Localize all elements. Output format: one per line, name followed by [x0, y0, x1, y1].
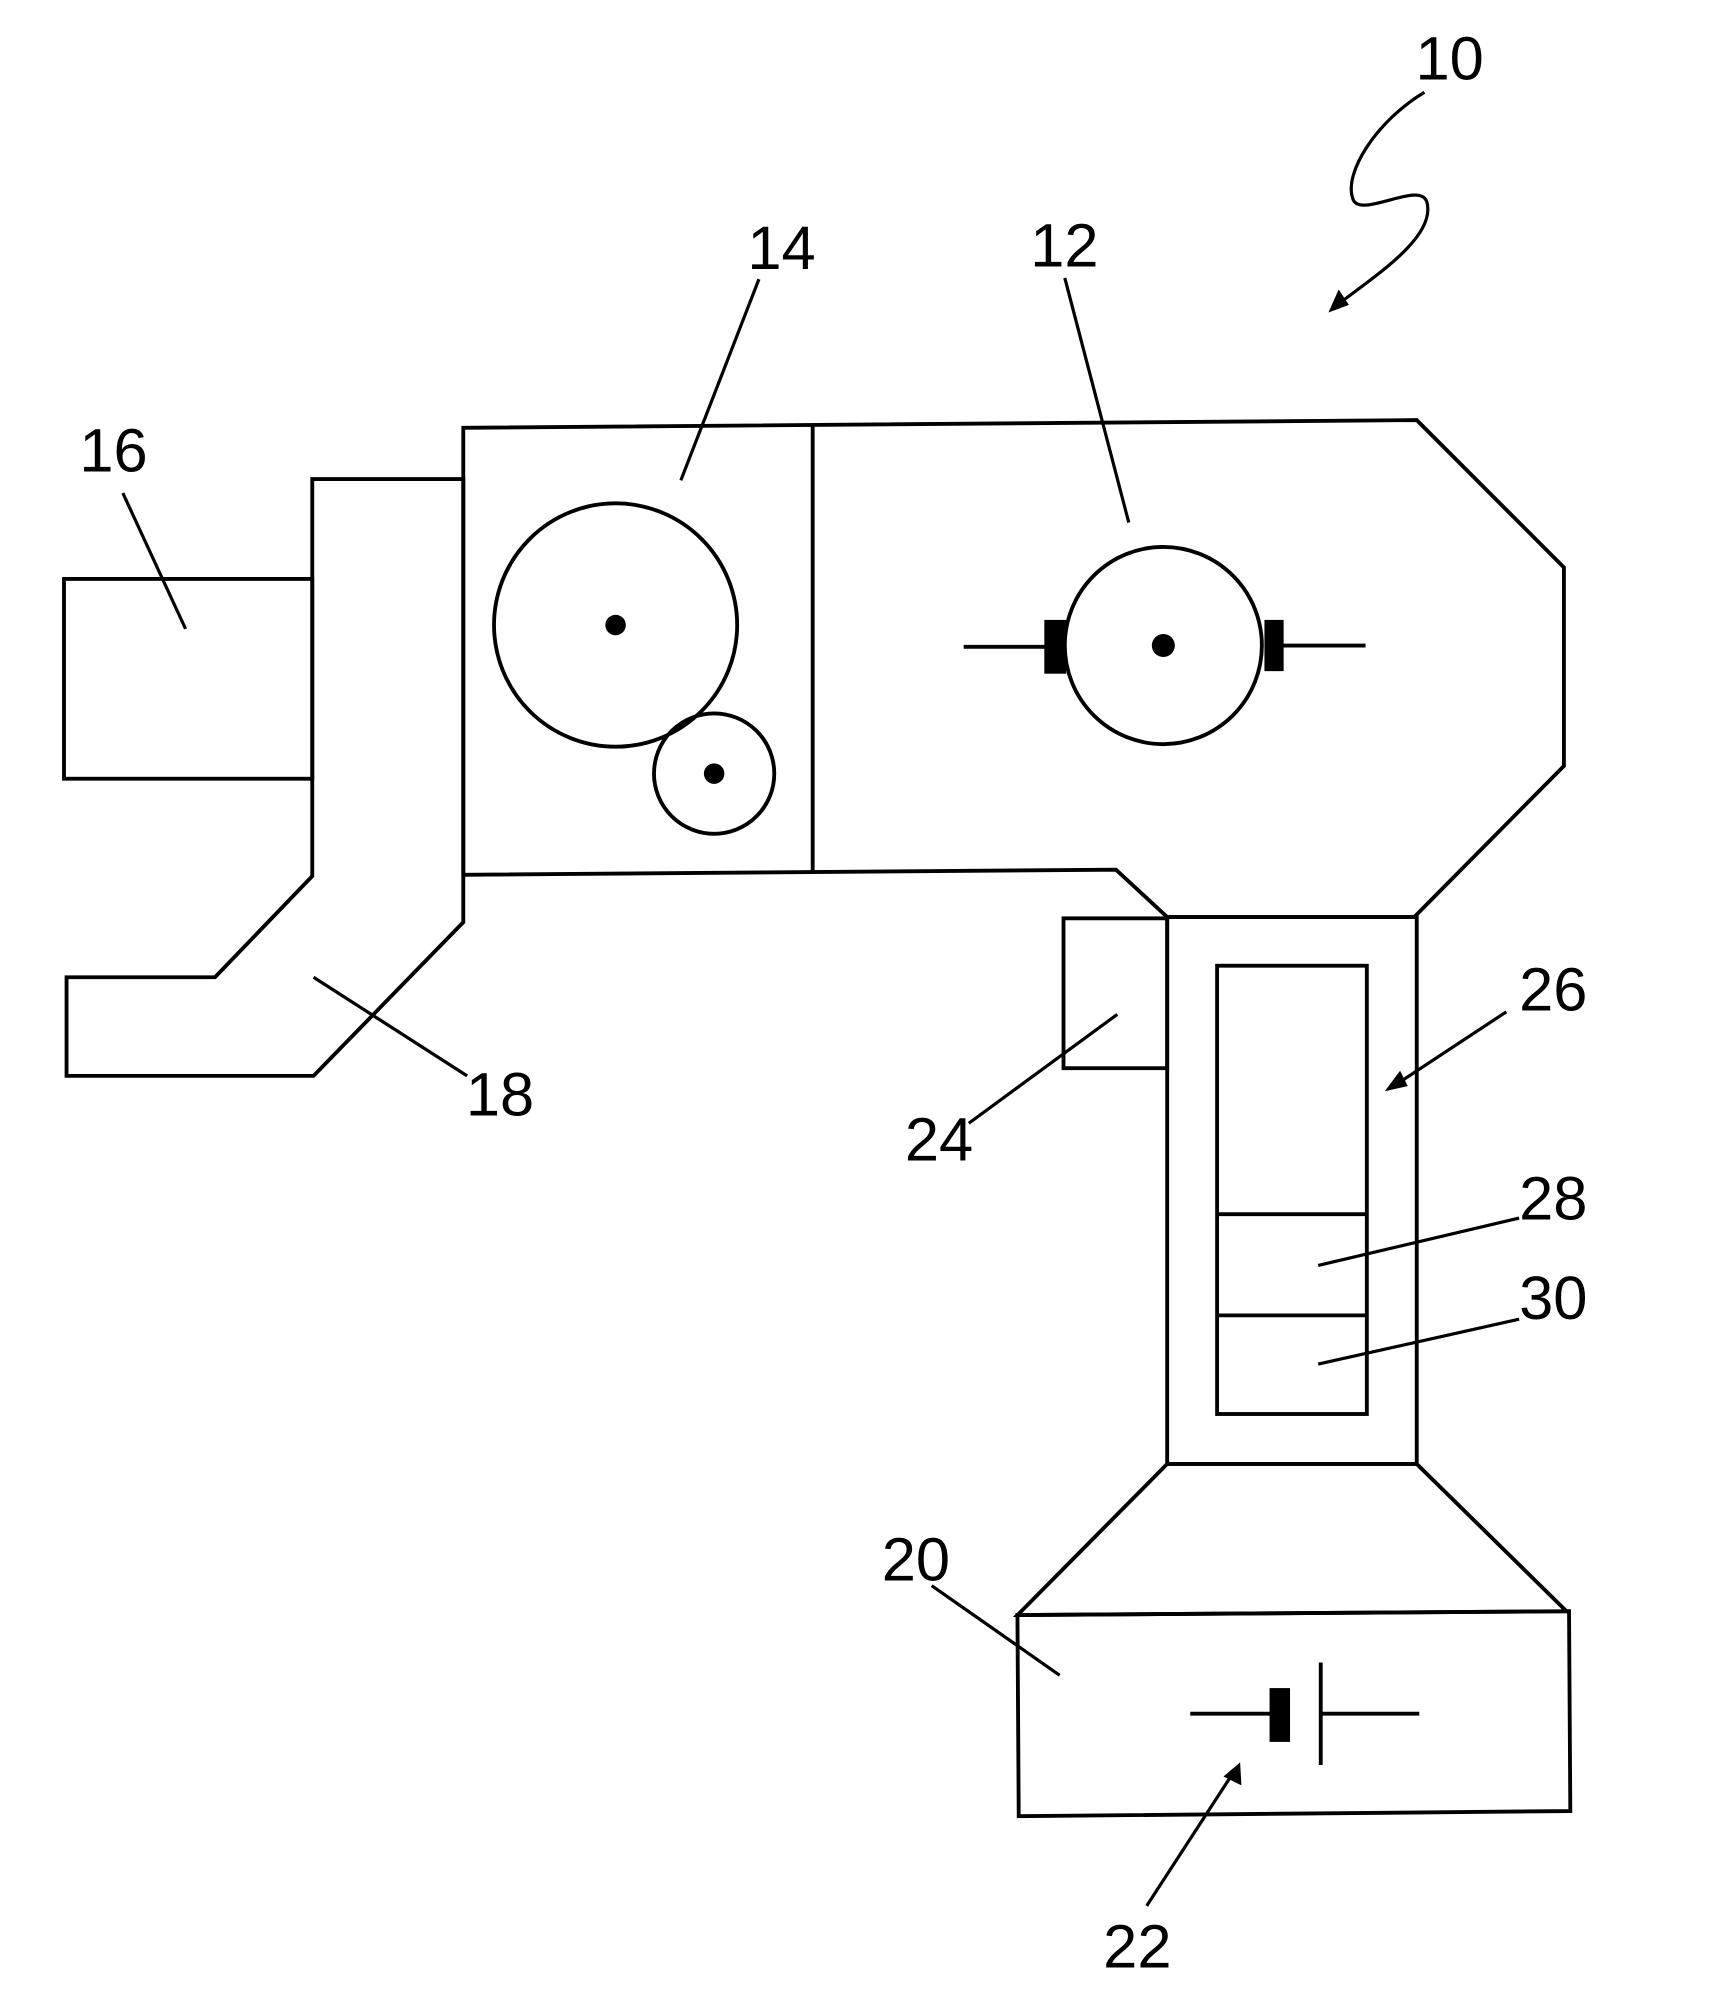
- leader-10: [1337, 92, 1427, 305]
- label-10: 10: [1415, 24, 1483, 93]
- label-28: 28: [1519, 1164, 1587, 1233]
- label-22: 22: [1103, 1912, 1171, 1981]
- handle: [1167, 917, 1417, 1464]
- motor-brush-left: [1044, 620, 1066, 674]
- battery-pack: [1017, 1611, 1570, 1816]
- arrowhead-10: [1328, 289, 1348, 312]
- battery-negative-plate: [1270, 1688, 1290, 1742]
- leader-14: [681, 279, 759, 480]
- leader-18: [314, 977, 468, 1076]
- arrowhead-26: [1385, 1071, 1408, 1091]
- label-24: 24: [905, 1105, 973, 1174]
- tool-head: [64, 579, 312, 779]
- leader-12: [1065, 278, 1129, 523]
- label-14: 14: [747, 214, 815, 283]
- leader-28: [1318, 1218, 1519, 1265]
- trigger: [1064, 918, 1168, 1068]
- small-gear-axle: [704, 763, 724, 783]
- label-30: 30: [1519, 1264, 1587, 1333]
- label-18: 18: [466, 1061, 534, 1130]
- motor-axle: [1152, 634, 1175, 657]
- leader-26: [1398, 1012, 1507, 1084]
- label-26: 26: [1519, 956, 1587, 1025]
- label-16: 16: [79, 416, 147, 485]
- leader-16: [123, 493, 186, 629]
- label-12: 12: [1030, 211, 1098, 280]
- leader-22: [1147, 1774, 1233, 1906]
- motor-brush-right: [1264, 620, 1283, 671]
- leader-30: [1318, 1319, 1519, 1364]
- leader-20: [932, 1586, 1060, 1676]
- control-unit: [1217, 966, 1367, 1414]
- main-housing: [463, 420, 1564, 917]
- label-20: 20: [882, 1525, 950, 1594]
- large-gear-axle: [605, 615, 625, 635]
- battery-pack-taper: [1017, 1464, 1566, 1615]
